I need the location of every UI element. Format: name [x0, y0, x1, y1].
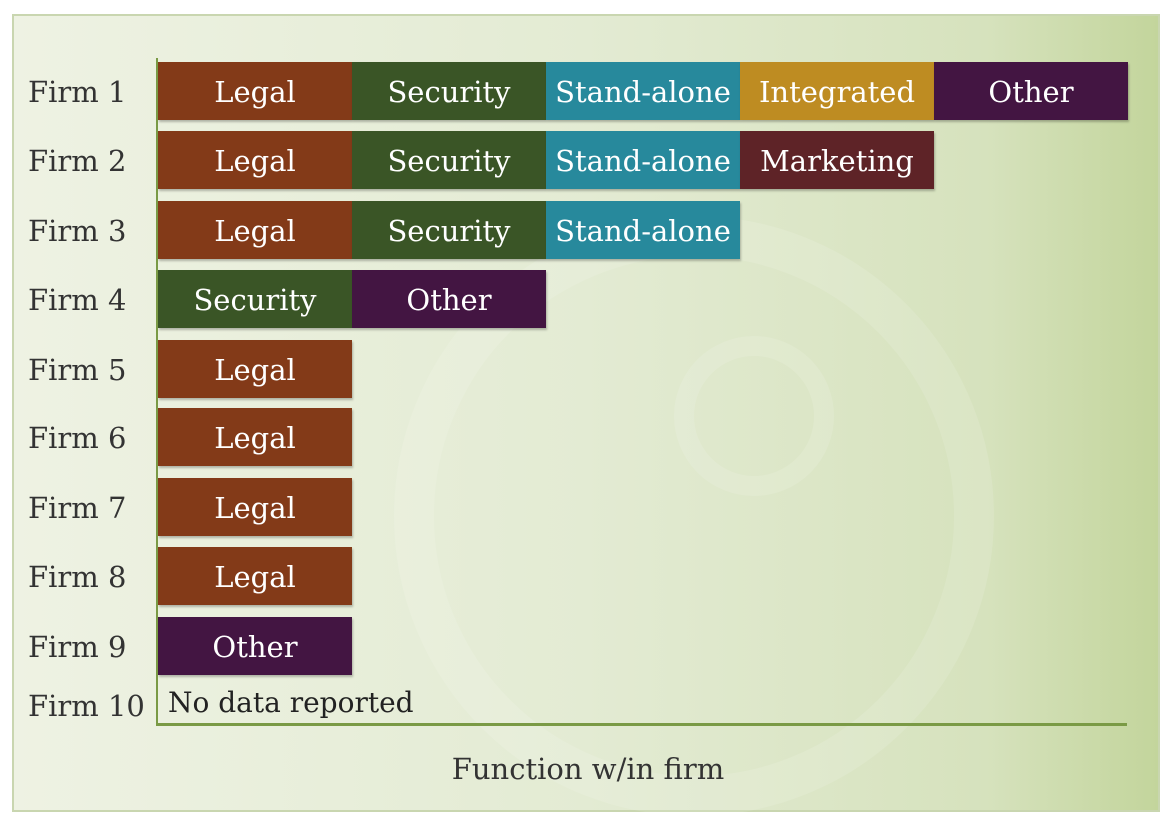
- function-segment-stand-alone: Stand-alone: [546, 131, 740, 189]
- function-segment-legal: Legal: [158, 62, 352, 120]
- firm-label: Firm 2: [28, 144, 127, 178]
- background-decoration: [674, 336, 834, 496]
- function-segment-security: Security: [352, 201, 546, 259]
- y-axis-line: [156, 58, 158, 726]
- firm-label: Firm 10: [28, 689, 145, 723]
- x-axis-label: Function w/in firm: [451, 752, 725, 786]
- function-segment-security: Security: [352, 131, 546, 189]
- firm-label: Firm 4: [28, 283, 127, 317]
- function-segment-legal: Legal: [158, 340, 352, 398]
- x-axis-line: [156, 723, 1127, 726]
- function-segment-legal: Legal: [158, 408, 352, 466]
- function-segment-security: Security: [352, 62, 546, 120]
- no-data-note: No data reported: [168, 686, 414, 719]
- firm-label: Firm 6: [28, 421, 127, 455]
- function-segment-other: Other: [934, 62, 1128, 120]
- function-segment-stand-alone: Stand-alone: [546, 62, 740, 120]
- firm-label: Firm 9: [28, 630, 127, 664]
- firm-label: Firm 3: [28, 214, 127, 248]
- firm-label: Firm 5: [28, 353, 127, 387]
- function-segment-marketing: Marketing: [740, 131, 934, 189]
- function-segment-integrated: Integrated: [740, 62, 934, 120]
- function-segment-other: Other: [158, 617, 352, 675]
- firm-label: Firm 8: [28, 560, 127, 594]
- function-segment-other: Other: [352, 270, 546, 328]
- function-segment-legal: Legal: [158, 547, 352, 605]
- function-segment-security: Security: [158, 270, 352, 328]
- function-segment-stand-alone: Stand-alone: [546, 201, 740, 259]
- function-segment-legal: Legal: [158, 478, 352, 536]
- function-segment-legal: Legal: [158, 131, 352, 189]
- firm-label: Firm 7: [28, 491, 127, 525]
- function-segment-legal: Legal: [158, 201, 352, 259]
- firm-label: Firm 1: [28, 75, 127, 109]
